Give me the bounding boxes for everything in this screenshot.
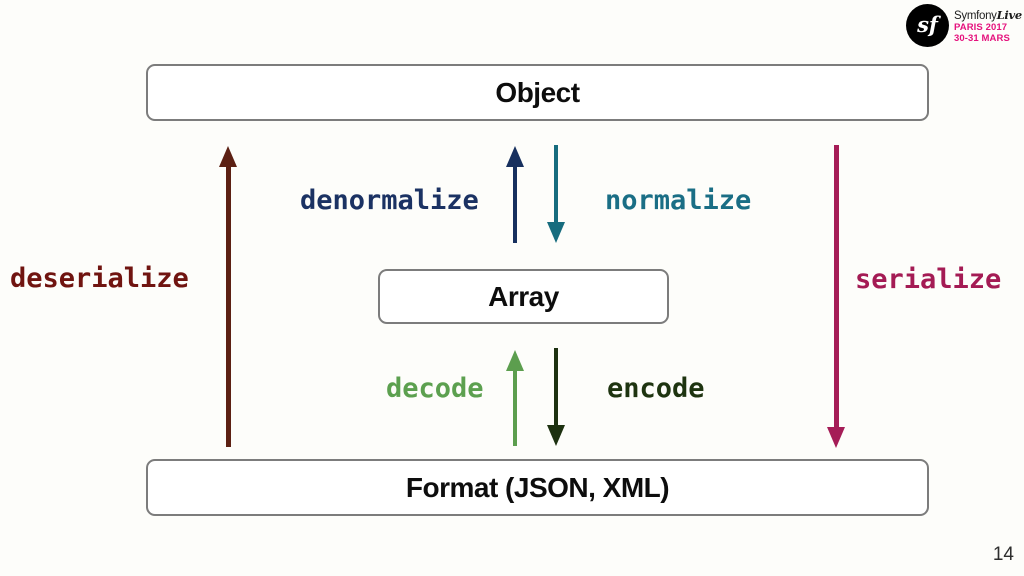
deserialize-label: deserialize <box>10 263 189 294</box>
normalize-arrow-shaft <box>554 145 558 222</box>
logo-event-line2: 30-31 MARS <box>954 32 1010 44</box>
deserialize-arrowhead <box>219 146 237 167</box>
encode-arrow-shaft <box>554 348 558 425</box>
deserialize-arrow-shaft <box>225 167 231 447</box>
denormalize-label: denormalize <box>300 185 479 216</box>
serialize-arrowhead <box>827 427 845 448</box>
page-number: 14 <box>992 544 1014 565</box>
decode-arrow-shaft <box>513 371 517 446</box>
object-node-label: Object <box>495 76 580 108</box>
denormalize-arrowhead <box>506 146 524 167</box>
serialize-arrow-icon <box>826 145 846 448</box>
encode-arrowhead <box>547 425 565 446</box>
array-node-box: Array <box>378 269 669 324</box>
logo-brand-line: SymfonyLive <box>954 9 1022 23</box>
deserialize-arrow-icon <box>218 146 238 447</box>
normalize-label: normalize <box>605 185 752 216</box>
encode-label: encode <box>607 373 705 404</box>
sf-logo-icon: sf <box>906 4 949 47</box>
denormalize-arrow-icon <box>505 146 525 243</box>
denormalize-arrow-shaft <box>513 167 517 243</box>
serialize-label: serialize <box>855 264 1002 295</box>
logo-brand-suffix: Live <box>996 8 1023 22</box>
logo-brand: Symfony <box>954 10 997 22</box>
decode-label: decode <box>386 373 484 404</box>
normalize-arrowhead <box>547 222 565 243</box>
symfony-live-logo: sf SymfonyLive PARIS 2017 30-31 MARS <box>906 4 1022 47</box>
object-node-box: Object <box>146 64 929 121</box>
logo-text-block: SymfonyLive PARIS 2017 30-31 MARS <box>954 4 1022 44</box>
encode-arrow-icon <box>546 348 566 446</box>
serialize-arrow-shaft <box>833 145 839 427</box>
format-node-label: Format (JSON, XML) <box>405 471 670 503</box>
decode-arrow-icon <box>505 350 525 446</box>
logo-event-line1: PARIS 2017 <box>954 21 1008 33</box>
sf-logo-text: sf <box>917 12 938 37</box>
normalize-arrow-icon <box>546 145 566 243</box>
array-node-label: Array <box>488 280 559 312</box>
decode-arrowhead <box>506 350 524 371</box>
format-node-box: Format (JSON, XML) <box>146 459 929 516</box>
